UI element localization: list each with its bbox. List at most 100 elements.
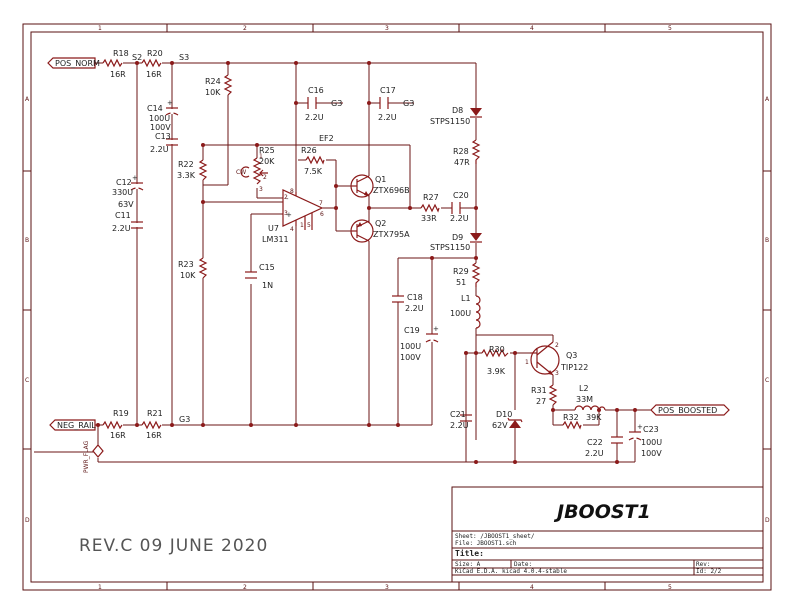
r25-ref: R25 <box>259 146 275 155</box>
col-label-3: 3 <box>385 25 389 32</box>
col-label-1: 1 <box>98 25 102 32</box>
svg-text:3: 3 <box>284 210 288 217</box>
r18-ref: R18 <box>113 49 129 58</box>
c11-ref: C11 <box>115 211 131 220</box>
c13-value: 2.2U <box>150 145 169 154</box>
row-label-a: A <box>25 96 30 103</box>
c16-ref: C16 <box>308 86 324 95</box>
r27-ref: R27 <box>423 193 439 202</box>
d8-value: STPS1150 <box>430 117 470 126</box>
c23-voltage: 100V <box>641 449 662 458</box>
c20-value: 2.2U <box>450 214 469 223</box>
net-ef2: EF2 <box>319 134 334 143</box>
c18-ref: C18 <box>407 293 423 302</box>
inductor-symbols <box>475 295 606 411</box>
pos-norm-label-box <box>47 57 96 69</box>
resistor-symbols <box>102 58 582 430</box>
svg-text:+: + <box>637 423 643 431</box>
r21-value: 16R <box>146 431 162 440</box>
c12-value: 330U <box>112 188 133 197</box>
title-block-frame <box>451 486 764 583</box>
col-label-5b: 5 <box>668 584 672 591</box>
r21-ref: R21 <box>147 409 163 418</box>
svg-text:6: 6 <box>320 211 324 218</box>
svg-text:-: - <box>286 195 289 203</box>
row-label-c: C <box>25 377 29 384</box>
title-block-file: File: JBOOST1.sch <box>455 540 517 547</box>
r25-value: 20K <box>259 157 275 166</box>
polarity-marks: ++++ <box>132 99 643 431</box>
r20-ref: R20 <box>147 49 163 58</box>
c23-value: 100U <box>641 438 662 447</box>
r28-ref: R28 <box>453 147 469 156</box>
d10-value: 62V <box>492 421 508 430</box>
l2-ref: L2 <box>579 384 589 393</box>
col-label-2b: 2 <box>243 584 247 591</box>
title-block-sheet: Sheet: /JBOOST1_sheet/ <box>455 533 535 540</box>
r26-value: 7.5K <box>304 167 323 176</box>
row-label-c-r: C <box>765 377 769 384</box>
r19-value: 16R <box>110 431 126 440</box>
svg-text:+: + <box>167 99 173 107</box>
wires <box>34 62 651 463</box>
c15-ref: C15 <box>259 263 275 272</box>
q3-ref: Q3 <box>566 351 577 360</box>
l2-value: 33M <box>576 395 593 404</box>
d8-ref: D8 <box>452 106 463 115</box>
c14-value: 100U <box>149 114 170 123</box>
title-block-title: JBOOST1 <box>553 501 651 523</box>
pos-boosted-label-box <box>650 404 730 416</box>
cap-gaps <box>135 109 637 442</box>
col-label-1b: 1 <box>98 584 102 591</box>
c14-voltage: 100V <box>150 123 171 132</box>
c19-voltage: 100V <box>400 353 421 362</box>
col-label-5: 5 <box>668 25 672 32</box>
r31-value: 27 <box>536 397 546 406</box>
r20-value: 16R <box>146 70 162 79</box>
q1-ref: Q1 <box>375 175 386 184</box>
c16-value: 2.2U <box>305 113 324 122</box>
d10-ref: D10 <box>496 410 512 419</box>
col-label-2: 2 <box>243 25 247 32</box>
row-label-a-r: A <box>765 96 770 103</box>
r26-ref: R26 <box>301 146 317 155</box>
l1-value: 100U <box>450 309 471 318</box>
pos-boosted-label: POS_BOOSTED <box>658 406 717 415</box>
c11-value: 2.2U <box>112 224 131 233</box>
pos-norm-label: POS_NORM <box>55 59 100 68</box>
svg-text:3: 3 <box>555 370 559 377</box>
svg-text:2: 2 <box>555 342 559 349</box>
r22-ref: R22 <box>178 160 194 169</box>
c21-ref: C21 <box>450 410 466 419</box>
d9-value: STPS1150 <box>430 243 470 252</box>
svg-text:7: 7 <box>319 200 323 207</box>
u7-value: LM311 <box>262 235 289 244</box>
r24-ref: R24 <box>205 77 221 86</box>
cw-arc <box>240 166 250 178</box>
title-block-rev: Rev: <box>696 561 710 568</box>
r30-value: 3.9K <box>487 367 506 376</box>
c21-value: 2.2U <box>450 421 469 430</box>
svg-text:2: 2 <box>263 174 267 181</box>
r25-cw: CW <box>236 169 246 176</box>
c22-value: 2.2U <box>585 449 604 458</box>
pwr-flag-symbol <box>92 444 104 458</box>
c19-ref: C19 <box>404 326 420 335</box>
outer-border <box>22 23 772 591</box>
pwr-flag-label: PWR_FLAG <box>83 440 90 473</box>
r18-value: 16R <box>110 70 126 79</box>
svg-text:+: + <box>132 174 138 182</box>
q2-ref: Q2 <box>375 219 386 228</box>
svg-text:8: 8 <box>290 188 294 195</box>
c22-ref: C22 <box>587 438 603 447</box>
c19-value: 100U <box>400 342 421 351</box>
inner-border <box>30 31 764 583</box>
c23-ref: C23 <box>643 425 659 434</box>
r27-value: 33R <box>421 214 437 223</box>
net-s2: S2 <box>132 53 142 62</box>
r32-value: 39K <box>586 413 602 422</box>
net-g3-c17: G3 <box>403 99 414 108</box>
r31-ref: R31 <box>531 386 547 395</box>
c15-value: 1N <box>262 281 273 290</box>
row-label-b: B <box>25 237 29 244</box>
